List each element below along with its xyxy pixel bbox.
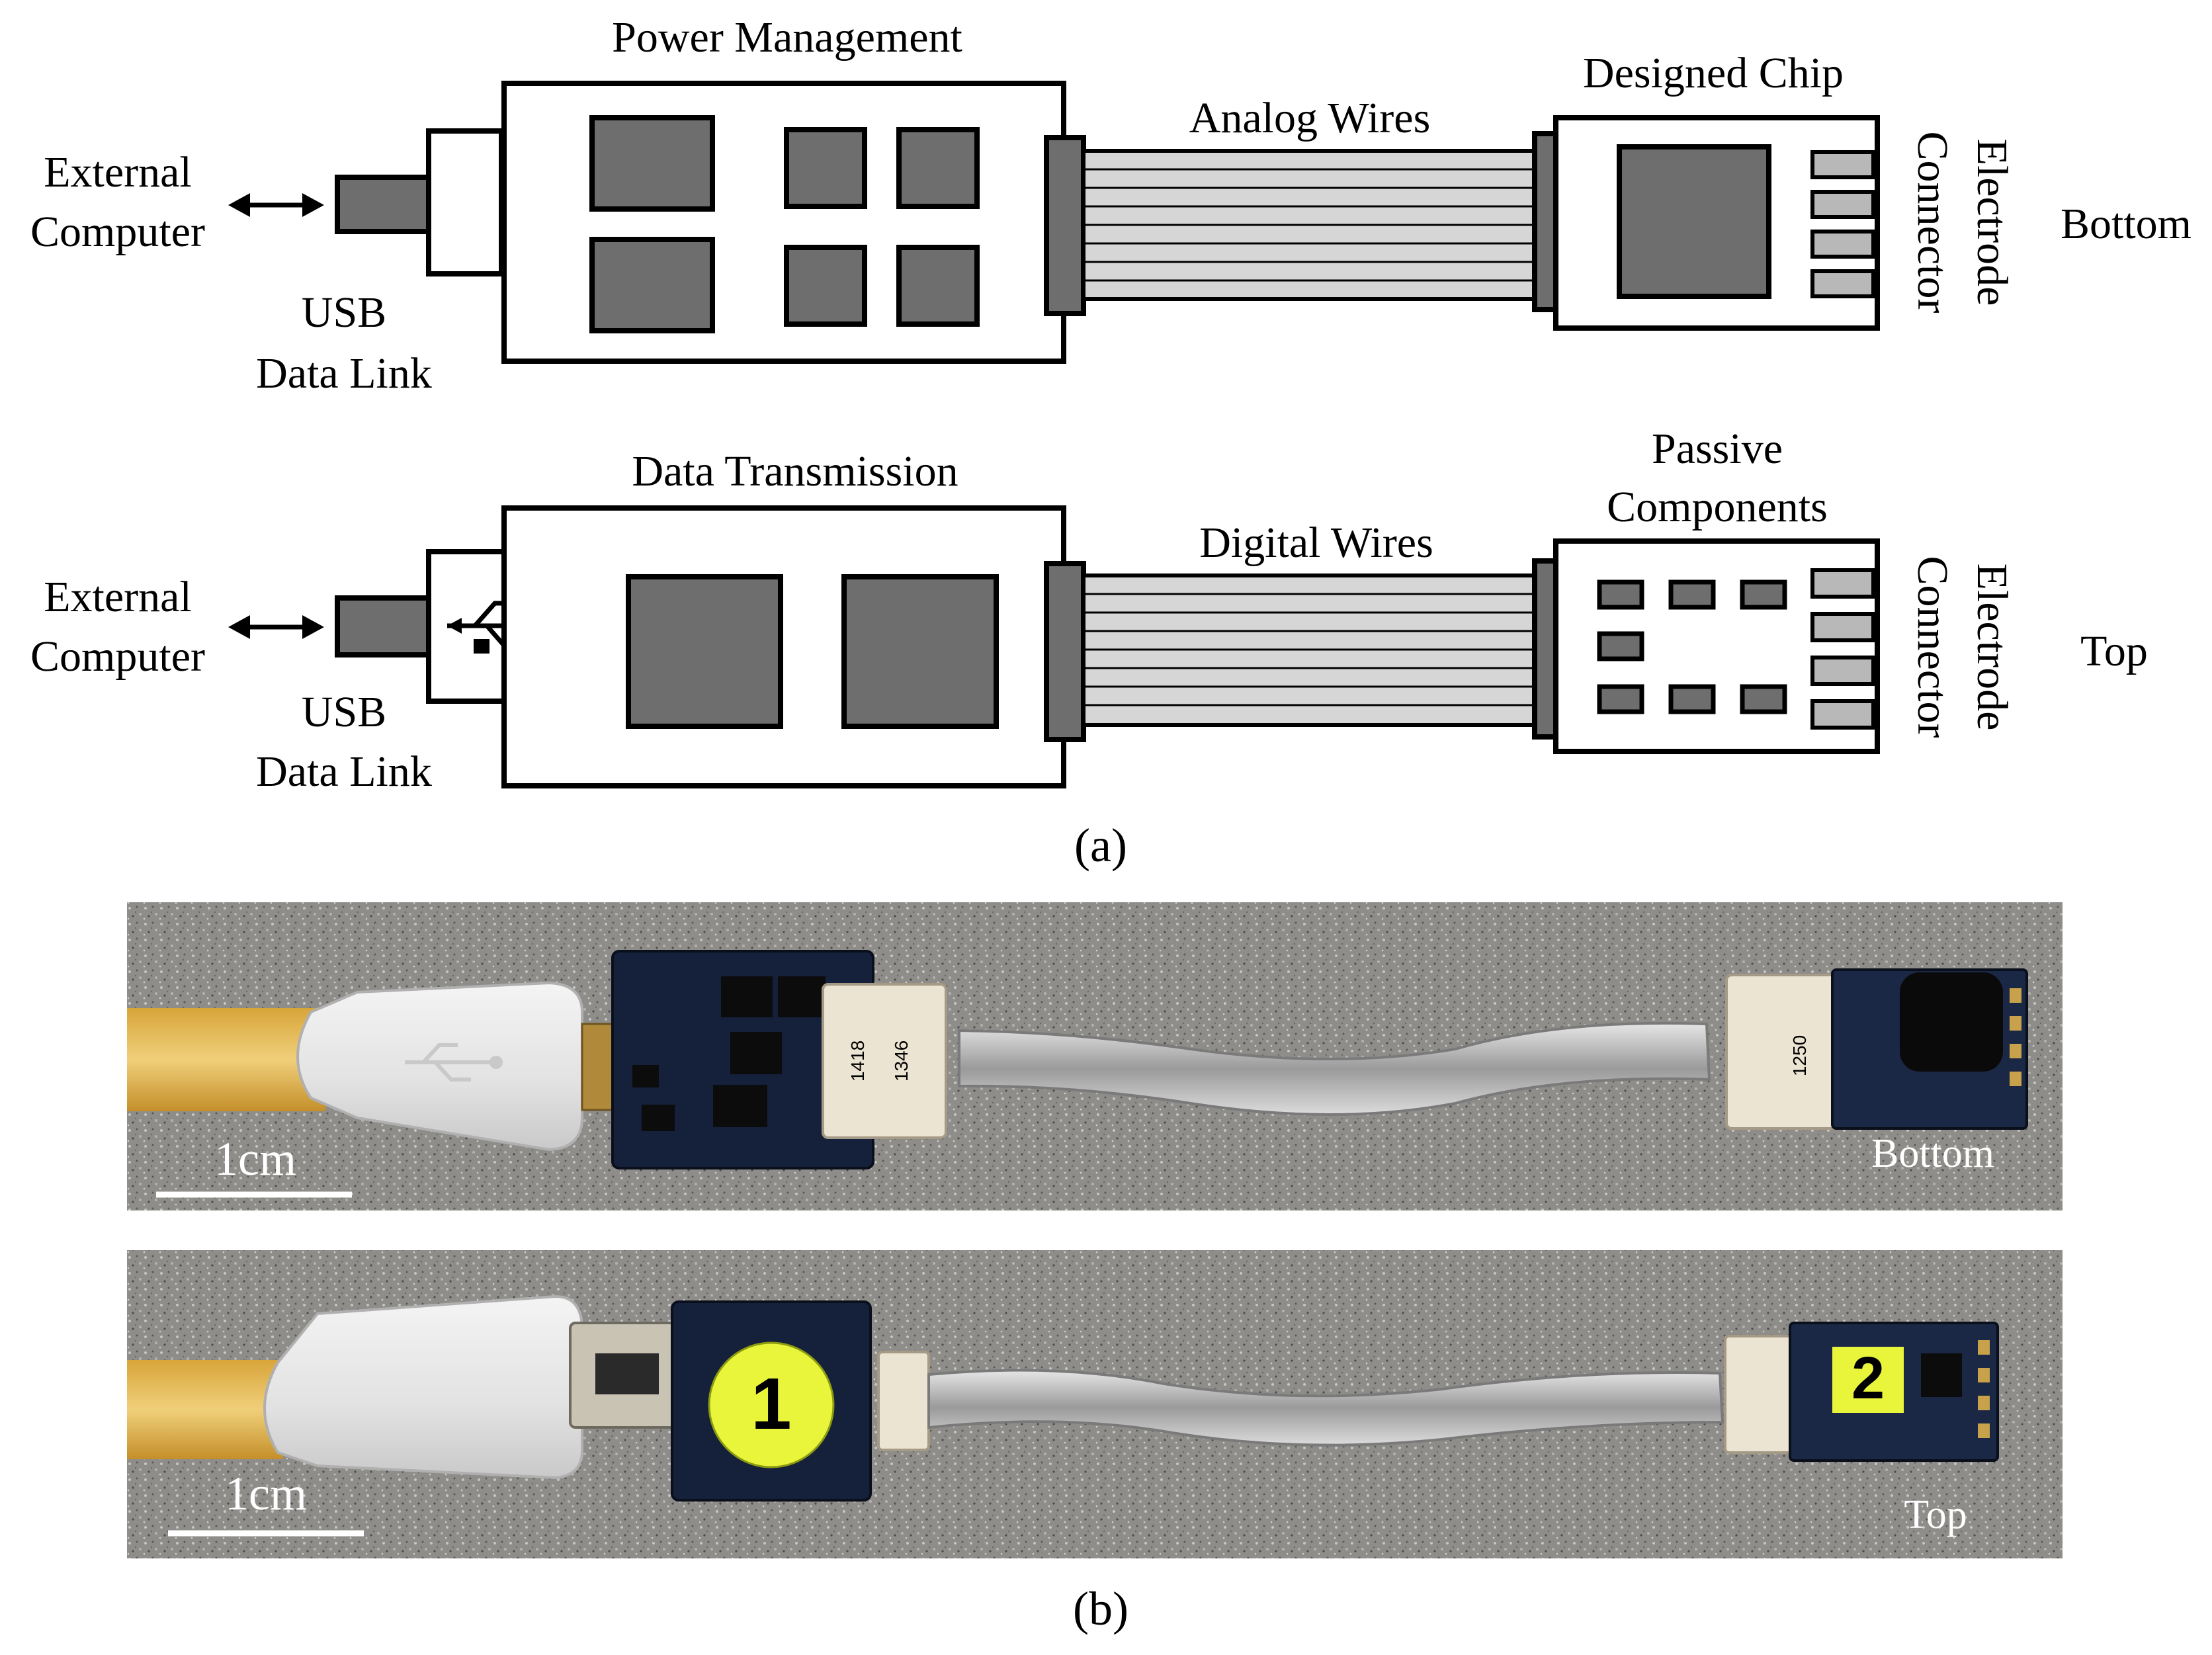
scale-label: 1cm (214, 1132, 296, 1185)
wire-connector-left (1044, 561, 1086, 742)
passive-chip (1921, 1353, 1962, 1397)
electrode-pads (1810, 568, 1875, 730)
wire-connector-left (1044, 135, 1086, 316)
scale-label: 1cm (225, 1467, 307, 1520)
connector-label-line2: Connector (1908, 556, 1957, 738)
pcb-edge-pads (1978, 1340, 1990, 1438)
external-computer-label-line2: Computer (30, 632, 205, 681)
pcb-edge-pads (2010, 988, 2021, 1086)
sticker-1 (708, 1341, 835, 1468)
usb-label-line1: USB (302, 288, 386, 337)
wires-label: Digital Wires (1199, 519, 1433, 567)
foil-wrapped-cable (927, 1369, 1724, 1447)
usb-plug-photo (263, 1294, 583, 1480)
connector-number-1346: 1346 (891, 1040, 912, 1082)
usb-cable (127, 1008, 325, 1111)
ic-small-4 (896, 245, 980, 327)
external-computer-label-line2: Computer (30, 208, 205, 256)
diagram-top: External Computer USB Data Link Data Tra… (30, 425, 2148, 796)
chip-label-line2: Components (1607, 483, 1828, 531)
photo-top: 1 2 1cm Top (127, 1250, 2063, 1558)
ribbon-connector-right (1725, 974, 1840, 1130)
caption-a: (a) (1074, 819, 1127, 872)
external-computer-label-line1: External (44, 573, 192, 621)
connector-number-1418: 1418 (847, 1040, 868, 1082)
usb-plug (335, 595, 431, 658)
sticker-1-number: 1 (751, 1363, 791, 1445)
connector-label-line1: Electrode (1968, 564, 2016, 731)
passive-components (1597, 579, 1787, 714)
usb-label-line1: USB (302, 688, 386, 736)
usb-plug (335, 175, 431, 234)
board-label: Data Transmission (632, 447, 958, 495)
foil-wrapped-cable (958, 1021, 1711, 1116)
photo-side-label: Bottom (1871, 1131, 1994, 1176)
side-label-bottom: Bottom (2061, 200, 2191, 248)
analog-wire-ribbon (1082, 149, 1537, 301)
sticker-2-number: 2 (1851, 1345, 1885, 1412)
ic-large-1 (589, 115, 715, 212)
wires-label: Analog Wires (1189, 94, 1431, 142)
board-label: Power Management (612, 13, 962, 62)
ic-transmitter-1 (626, 574, 783, 729)
ic-small-3 (784, 245, 867, 327)
diagram-bottom: External Computer USB Data Link Power Ma… (30, 13, 2191, 398)
usb-connector-body (426, 128, 504, 276)
photo-bottom: 1418 1346 1250 1cm Bottom (127, 902, 2063, 1210)
connector-label-line2: Connector (1908, 132, 1957, 314)
caption-b: (b) (1073, 1582, 1128, 1635)
connector-number-1250: 1250 (1789, 1035, 1810, 1076)
encapsulated-chip (1900, 972, 2003, 1072)
usb-metal-shell (581, 1023, 618, 1111)
ic-large-2 (589, 237, 715, 333)
bidirectional-arrow-icon (228, 193, 324, 217)
ribbon-connector-right (1724, 1335, 1798, 1454)
ic-small-2 (896, 127, 980, 209)
chip-label: Designed Chip (1583, 49, 1844, 97)
micro-usb-opening (595, 1353, 659, 1394)
pcb-components (632, 976, 826, 1131)
ribbon-connector-left (822, 983, 947, 1139)
usb-label-line2: Data Link (256, 349, 432, 398)
chip-label-line1: Passive (1652, 425, 1783, 473)
sticker-2 (1832, 1347, 1904, 1413)
electrode-pads (1810, 150, 1875, 298)
ic-small-1 (784, 127, 867, 209)
usb-logo-icon (405, 1043, 503, 1082)
connector-label-line1: Electrode (1968, 139, 2016, 306)
external-computer-label-line1: External (44, 148, 192, 196)
digital-wire-ribbon (1082, 573, 1537, 727)
ic-transmitter-2 (841, 574, 999, 729)
bidirectional-arrow-icon (228, 615, 324, 639)
ribbon-connector-left (877, 1351, 930, 1451)
photo-side-label: Top (1904, 1492, 1967, 1537)
side-label-top: Top (2080, 627, 2148, 675)
usb-cable (127, 1360, 283, 1459)
designed-chip (1617, 144, 1771, 299)
usb-label-line2: Data Link (256, 747, 432, 796)
